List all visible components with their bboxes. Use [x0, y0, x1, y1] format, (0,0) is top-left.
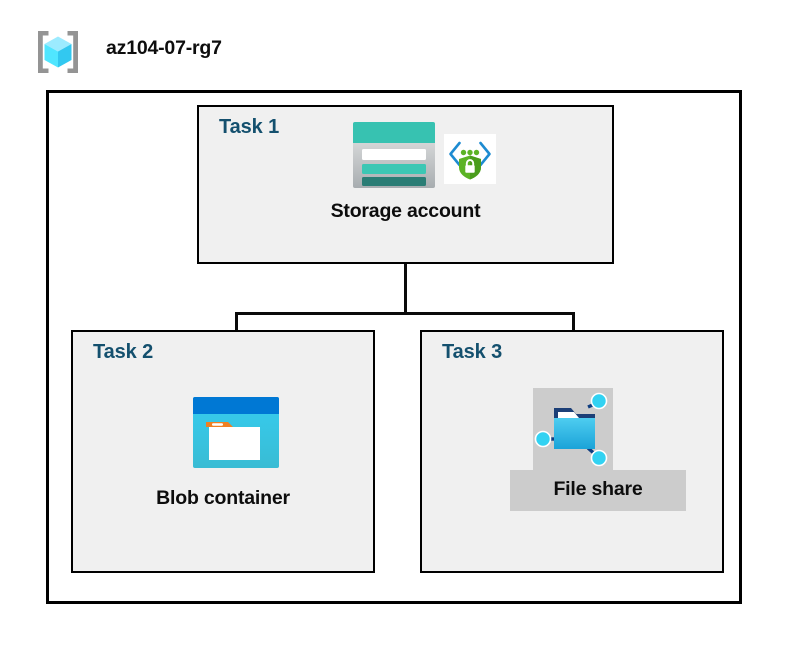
task-1-label: Task 1 — [219, 116, 280, 138]
resource-group-header: az104-07-rg7 — [30, 24, 350, 80]
azure-resource-group-icon — [32, 26, 84, 78]
connector-horizontal-bus — [235, 312, 575, 315]
storage-account-icon — [352, 121, 436, 189]
file-share-icon — [533, 392, 613, 468]
blob-container-icon — [192, 396, 280, 469]
file-share-caption: File share — [553, 478, 643, 500]
task-2-label: Task 2 — [93, 341, 154, 363]
service-endpoint-shield-icon — [444, 134, 496, 184]
connector-storage-to-bus — [404, 264, 407, 314]
blob-container-caption: Blob container — [156, 487, 290, 509]
resource-group-title: az104-07-rg7 — [106, 37, 222, 59]
file-share-label-highlight — [510, 470, 686, 511]
storage-account-caption: Storage account — [330, 200, 481, 222]
task-3-label: Task 3 — [442, 341, 503, 363]
